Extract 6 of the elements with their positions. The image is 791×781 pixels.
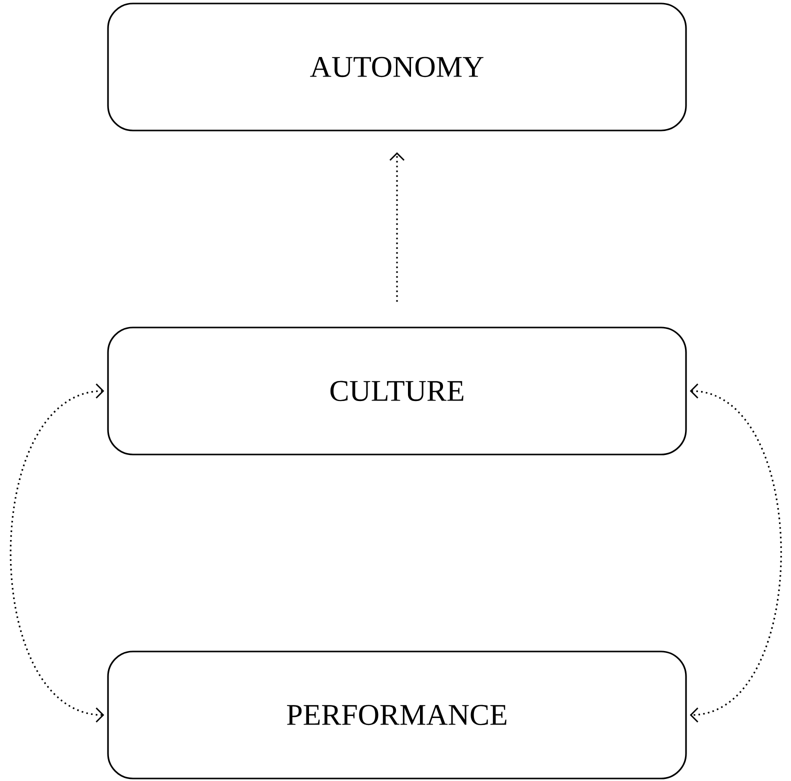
- arrow: [390, 152, 404, 302]
- arrow: [690, 384, 782, 722]
- process-box: PERFORMANCE: [107, 650, 687, 780]
- arrow: [10, 384, 104, 722]
- process-box: CULTURE: [107, 326, 687, 456]
- process-box: AUTONOMY: [107, 2, 687, 132]
